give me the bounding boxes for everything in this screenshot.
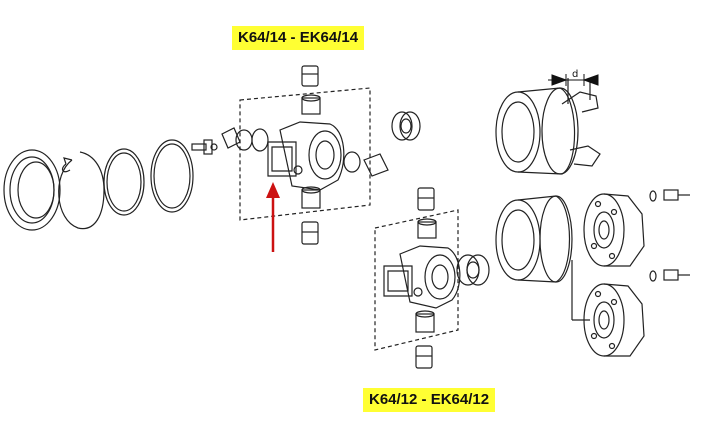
bottom-bearing-upper	[417, 218, 437, 239]
dashed-frame-bottom	[374, 209, 459, 351]
bottom-spider-body	[383, 245, 461, 309]
top-seal-nut	[391, 111, 421, 141]
top-bearing-upper	[301, 94, 321, 115]
lower-housing	[495, 195, 590, 321]
thin-ring-2	[150, 139, 194, 213]
bolt-upper	[649, 189, 690, 202]
top-bearing-lower	[301, 186, 321, 209]
top-bearing-cup-upper	[301, 65, 319, 87]
upper-yoke	[561, 78, 601, 167]
model-label-top: K64/14 - EK64/14	[232, 26, 365, 50]
seal-ring-large	[3, 149, 61, 231]
upper-flange	[583, 193, 645, 267]
bottom-bearing-lower	[415, 310, 435, 333]
red-arrow-icon	[266, 182, 280, 252]
top-bearing-cup-lower	[301, 221, 319, 245]
circlip	[58, 151, 105, 230]
model-label-bottom: K64/12 - EK64/12	[363, 388, 496, 412]
top-bearing-right	[343, 151, 389, 177]
thin-ring-1	[103, 148, 145, 216]
top-bearing-left	[221, 127, 269, 152]
bottom-bearing-cup-lower	[415, 345, 433, 369]
bolt-lower	[649, 269, 690, 282]
grease-nipple	[191, 139, 218, 155]
upper-housing	[495, 87, 579, 175]
bottom-seal-nut	[456, 254, 490, 286]
bottom-bearing-cup-upper	[417, 187, 435, 211]
lower-flange	[583, 283, 645, 357]
top-spider-body	[267, 121, 345, 191]
dimension-arrow-icon	[548, 74, 599, 86]
dashed-frame-top	[239, 87, 371, 221]
dimension-label: d	[572, 69, 578, 80]
